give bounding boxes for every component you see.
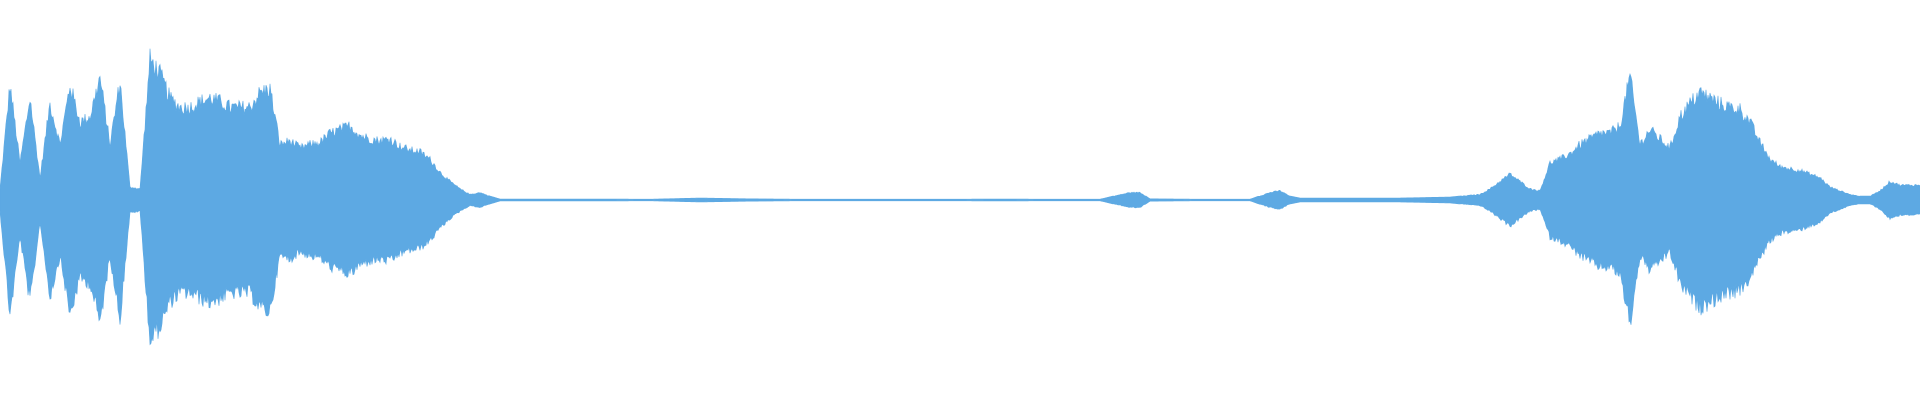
waveform-shape [0, 48, 1920, 346]
